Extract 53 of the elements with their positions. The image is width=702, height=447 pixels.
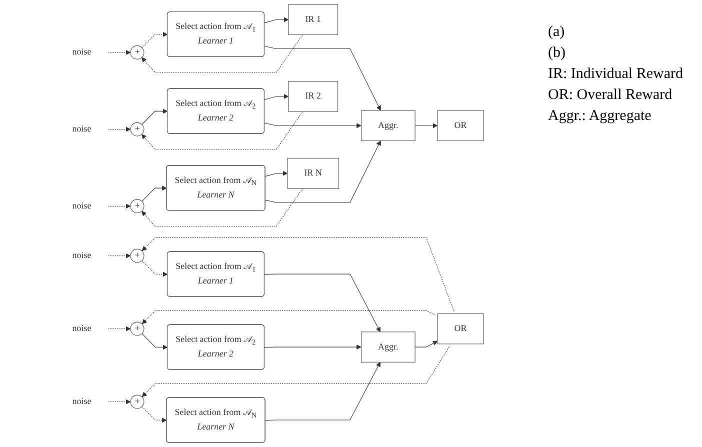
node-box: OR [438, 110, 484, 142]
arrow [264, 122, 362, 128]
arrow [142, 260, 168, 277]
arrow [142, 111, 304, 150]
node-circle: + [130, 45, 145, 60]
arrow [108, 50, 132, 55]
node-circle: + [130, 248, 145, 263]
node-box: Aggr. [361, 332, 416, 362]
arrow [266, 362, 381, 421]
arrow [142, 346, 451, 398]
arrow [142, 237, 455, 312]
arrow [142, 186, 168, 202]
arrow [108, 399, 132, 404]
arrow [108, 204, 132, 209]
node-text: noise [72, 250, 92, 260]
arrow [415, 340, 438, 348]
arrow [142, 108, 168, 125]
arrow [264, 274, 381, 332]
node-text: noise [72, 396, 92, 406]
arrow [142, 406, 168, 423]
arrow [264, 46, 382, 111]
arrow [108, 126, 132, 132]
arrow [264, 17, 290, 24]
arrow [142, 32, 168, 48]
arrow [142, 34, 304, 73]
arrow [108, 326, 132, 332]
node-text: noise [72, 201, 92, 211]
node-box: OR [438, 313, 484, 344]
arrow [142, 188, 304, 227]
node-text: noise [72, 47, 92, 57]
node-circle: + [130, 199, 145, 214]
node-text: noise [72, 124, 92, 134]
note-text: Aggr.: Aggregate [548, 108, 652, 125]
node-circle: + [130, 122, 145, 136]
node-text: noise [72, 324, 92, 334]
node-box: IR 1 [288, 4, 339, 36]
note-text: OR: Overall Reward [548, 87, 674, 104]
node-box: IR N [288, 158, 340, 189]
note-text: (b) [548, 45, 566, 62]
node-circle: + [130, 394, 145, 409]
arrow [264, 94, 290, 100]
node-circle: + [130, 322, 145, 336]
note-text: IR: Individual Reward [548, 66, 684, 83]
arrow [142, 310, 436, 324]
node-box: IR 2 [288, 81, 339, 112]
arrow [266, 140, 382, 203]
arrow [266, 170, 288, 177]
note-text: (a) [548, 24, 566, 41]
arrow [108, 253, 132, 258]
arrow [264, 344, 362, 350]
arrow [415, 123, 438, 128]
arrow [142, 333, 168, 350]
node-box: Aggr. [361, 110, 416, 142]
